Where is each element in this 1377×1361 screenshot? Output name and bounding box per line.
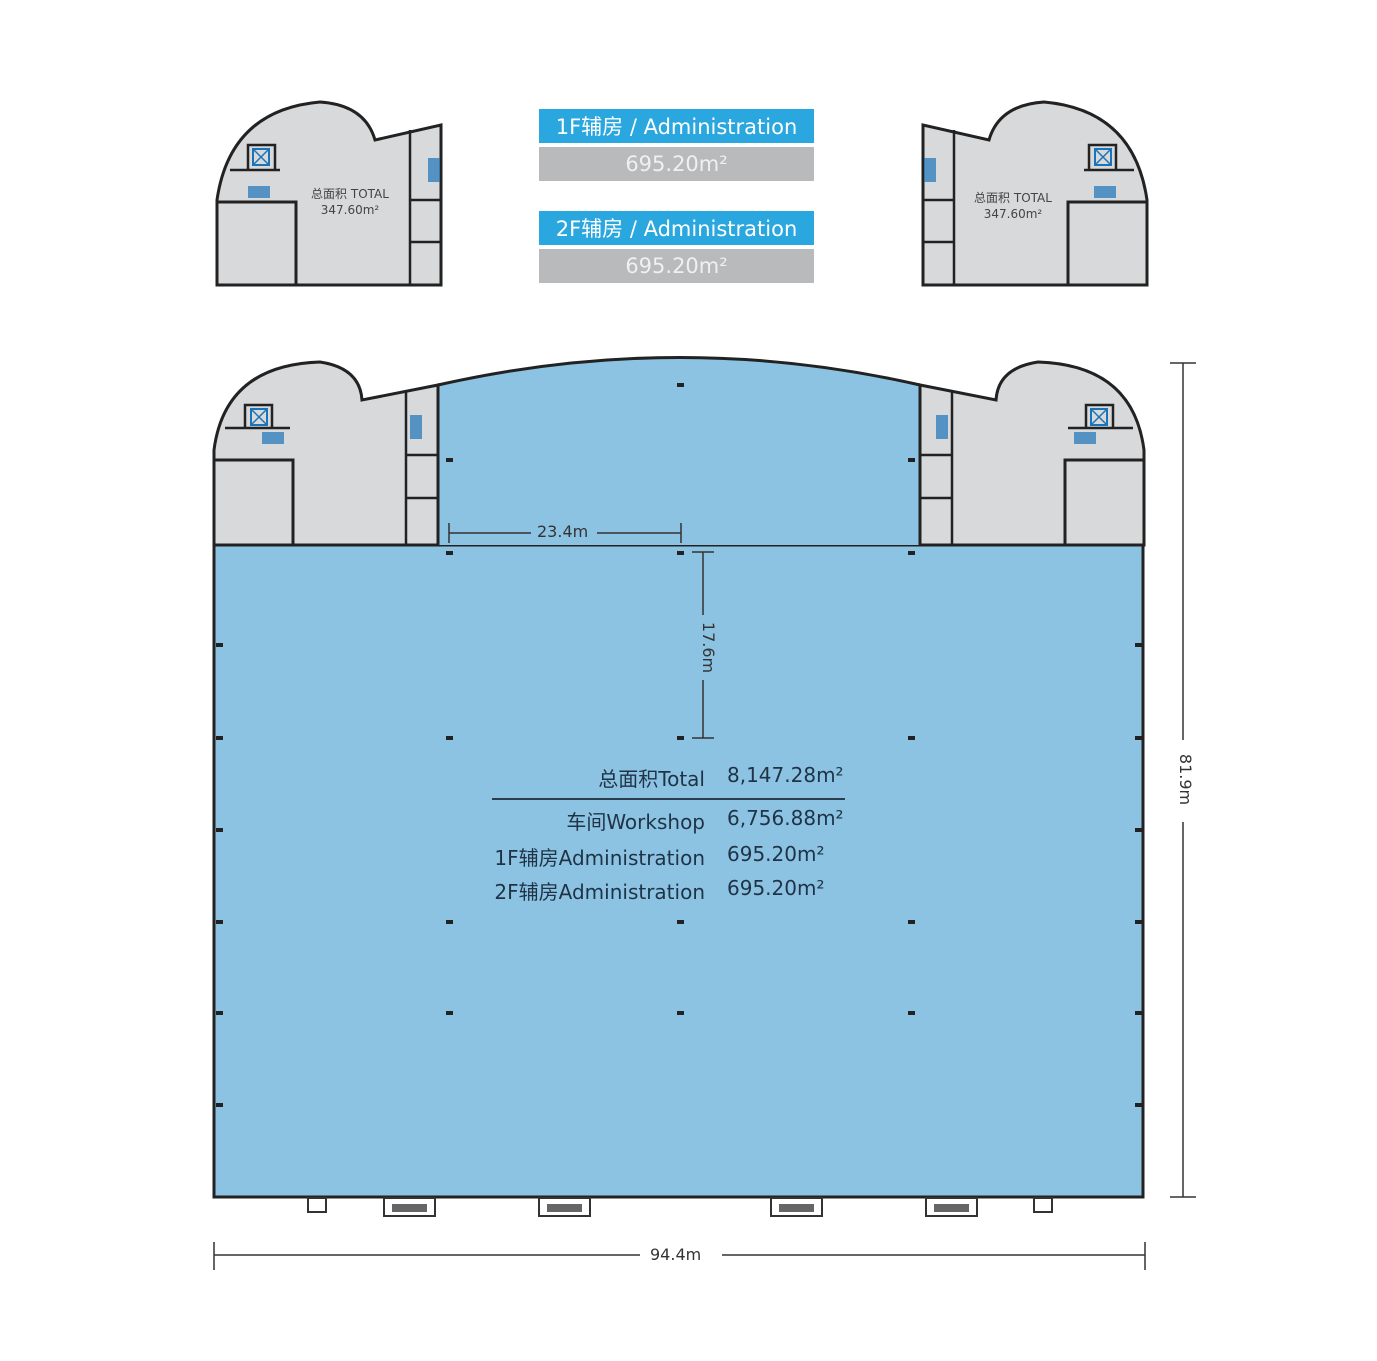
- mini-plan-total-area: 347.60m²: [320, 203, 380, 217]
- admin-2f-label: 2F辅房Administration: [494, 880, 705, 904]
- admin-1f-value: 695.20m²: [727, 842, 825, 866]
- mini-plan-left-text: 总面积 TOTAL 347.60m²: [295, 186, 405, 218]
- workshop-value: 6,756.88m²: [727, 806, 844, 830]
- total-label: 总面积Total: [598, 767, 705, 791]
- bay-depth-dimension: 17.6m: [699, 621, 719, 674]
- floor2-admin-area: 695.20m²: [539, 249, 814, 283]
- depth-dimension: 81.9m: [1176, 753, 1196, 806]
- mini-plan-right-text: 总面积 TOTAL 347.60m²: [958, 190, 1068, 222]
- admin-1f-label: 1F辅房Administration: [494, 846, 705, 870]
- mini-plan-total-label: 总面积 TOTAL: [311, 187, 389, 201]
- admin-wing-left: [212, 360, 440, 547]
- workshop-area: [212, 356, 1145, 1199]
- mini-plan-total-label: 总面积 TOTAL: [974, 191, 1052, 205]
- admin-wing-right: [918, 360, 1146, 547]
- floor1-admin-area: 695.20m²: [539, 147, 814, 181]
- admin-2f-value: 695.20m²: [727, 876, 825, 900]
- bay-width-dimension: 23.4m: [537, 522, 589, 541]
- floor1-admin-label: 1F辅房 / Administration: [539, 109, 814, 143]
- width-dimension: 94.4m: [650, 1245, 702, 1264]
- total-value: 8,147.28m²: [727, 763, 844, 787]
- workshop-label: 车间Workshop: [566, 810, 705, 834]
- dimension-lines: [213, 362, 1196, 1270]
- floor2-admin-label: 2F辅房 / Administration: [539, 211, 814, 245]
- mini-plan-total-area: 347.60m²: [983, 207, 1043, 221]
- column-grid: [216, 383, 1142, 1107]
